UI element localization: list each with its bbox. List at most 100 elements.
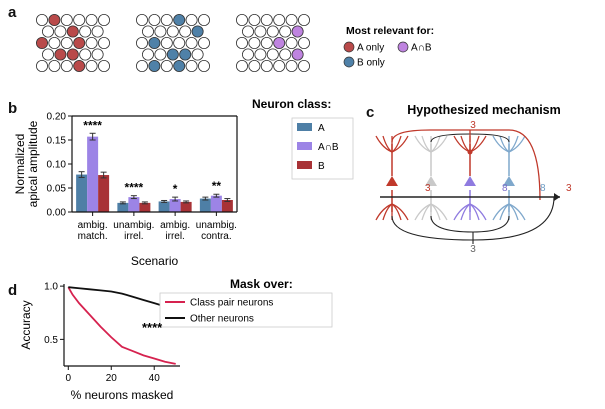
neuron-cell [91,25,104,38]
dendrite-branch [391,135,409,153]
bar [199,198,211,212]
bar [98,175,110,212]
x-tick-label: match. [78,231,108,242]
panel-letter-b: b [8,100,18,117]
label-purple-count: 8 [502,183,508,194]
panel-c-title: Hypothesized mechanism [407,103,561,117]
neuron-cell [85,37,98,50]
output-arrow [554,193,560,201]
neuron-cell [197,37,210,50]
dendrite-branch [460,203,471,221]
neuron-cell [98,60,111,73]
neuron-cell [241,25,254,38]
label-top-count: 3 [470,120,476,131]
legend-swatch-class-a [297,123,312,131]
soma [386,176,398,186]
bar [210,195,222,212]
panel-letter-d: d [8,282,18,299]
feedback-arc [391,129,541,201]
panel-a-legend-title: Most relevant for: [346,25,434,37]
legend-label-class-a: A [318,123,325,134]
panel-letter-c: c [366,104,375,121]
neuron-cell [85,60,98,73]
soma [425,176,437,186]
panel-d-legend: Mask over: Class pair neurons Other neur… [142,277,333,335]
dendrite-branch [382,135,393,153]
label-right-count: 3 [566,183,572,194]
x-tick-label: irrel. [124,231,143,242]
neuron-cell [191,48,204,61]
soma [503,176,515,186]
legend-swatch-class-b [297,161,312,169]
dendrite-branch [499,135,510,153]
neuron-cell [36,37,49,50]
neuron-cell [148,13,161,26]
neuron-cell [279,48,292,61]
neuron-cell [154,48,167,61]
neuron-cell [179,48,192,61]
dendrite-branch [508,203,526,221]
x-tick-label: 0 [66,373,72,384]
legend-label-a-and-b: A∩B [411,43,432,54]
neuron-cell [241,48,254,61]
neuron-cell [166,48,179,61]
bar [139,202,151,212]
label-red-count: 3 [425,183,431,194]
neuron-cell [85,13,98,26]
panel-b-legend-title: Neuron class: [252,97,331,111]
neuron-cell [66,48,79,61]
neuron-cell [79,48,92,61]
legend-swatch-class-ab [297,142,312,150]
label-bottom-count: 3 [470,244,476,255]
neuron-cell [266,48,279,61]
neuron-cell [285,13,298,26]
x-axis-label: Scenario [131,254,179,268]
bar [221,200,233,212]
neuron-cell [291,48,304,61]
neuron-cell [36,13,49,26]
input-arc [472,215,510,233]
neuron-cell [235,13,248,26]
bar [76,174,88,212]
neuron-cell [235,37,248,50]
y-tick-label: 0.00 [47,208,67,219]
neuron-cell [36,60,49,73]
neuron-cell [191,25,204,38]
dendrite-branch [382,203,393,221]
bar [128,197,140,212]
dendrite-branch [499,203,510,221]
y-axis-label: Normalized [13,134,27,195]
x-axis-label: % neurons masked [71,388,174,402]
neuron-cell [73,37,86,50]
dendrite-branch [430,203,448,221]
synapse [467,149,473,155]
panel-b-bar-chart: *********** ambig.match.unambig.irrel.am… [13,112,238,268]
x-tick-label: contra. [201,231,232,242]
panel-d-legend-title: Mask over: [230,277,293,291]
neuron-cell [98,13,111,26]
neuron-cell [141,48,154,61]
significance-label: **** [125,181,144,195]
neuron-cell [179,25,192,38]
label-blue-count: 8 [540,183,546,194]
neuron-cell [173,13,186,26]
neuron-cell [60,37,73,50]
feedback-arc [430,133,471,143]
y-tick-label: 0.05 [47,184,67,195]
legend-label-class-b: B [318,161,325,172]
neuron-cell [48,37,61,50]
neuron-cell [185,13,198,26]
neuron-cell [173,37,186,50]
neuron-cell [285,60,298,73]
neuron-cell [260,37,273,50]
neuron-cell [154,25,167,38]
neuron-cell [160,13,173,26]
neuron-cell [254,25,267,38]
x-tick-label: unambig. [196,220,237,231]
neuron-cell [91,48,104,61]
panel-c-mechanism-diagram: Hypothesized mechanism 3 3 8 8 3 3 [375,103,572,255]
neuron-cell [273,37,286,50]
